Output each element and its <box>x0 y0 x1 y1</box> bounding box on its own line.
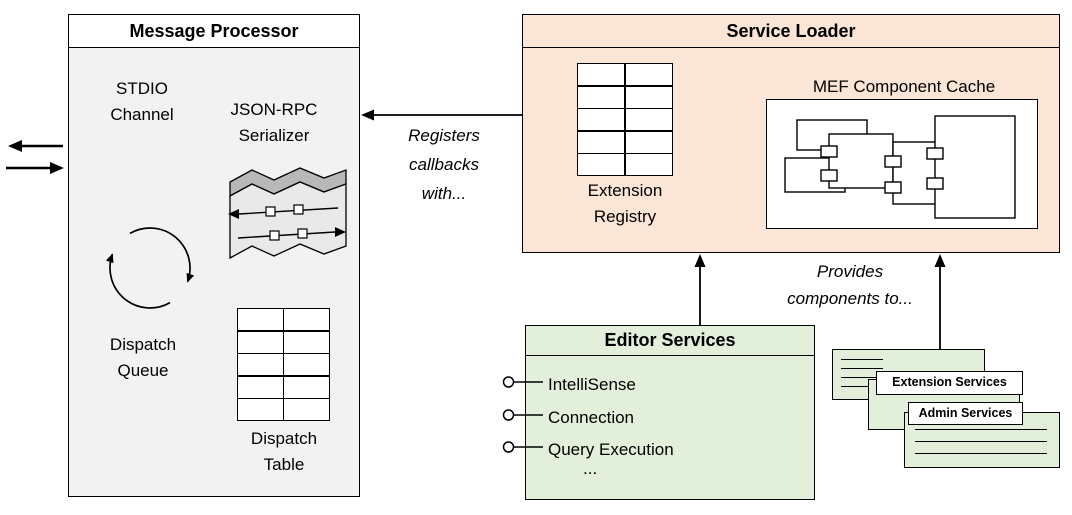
card-text-line <box>841 359 883 361</box>
admin-services-card-label: Admin Services <box>908 402 1023 425</box>
editor-services-title: Editor Services <box>526 326 814 356</box>
json-rpc-serializer-icon <box>222 158 354 275</box>
message-processor-title: Message Processor <box>69 15 359 48</box>
extension-registry-label: Extension Registry <box>587 181 663 226</box>
extension-registry-table-icon <box>577 63 673 176</box>
mef-component-cache-label: MEF Component Cache <box>812 77 996 96</box>
card-text-line <box>841 368 883 370</box>
card-text-line <box>915 441 1047 443</box>
mef-component-cluster-icon <box>784 115 1016 219</box>
stdio-left-arrow <box>8 140 63 152</box>
service-loader-title: Service Loader <box>523 15 1059 48</box>
json-rpc-serializer-label: JSON-RPC Serializer <box>230 100 318 145</box>
service-cards-provides-arrow <box>934 254 946 349</box>
card-text-line <box>915 429 1047 431</box>
extension-services-card-label: Extension Services <box>876 371 1023 395</box>
mef-component-cache-panel <box>766 99 1038 229</box>
provides-components-annotation: Provides components to... <box>787 262 913 309</box>
editor-services-box: Editor Services <box>525 325 815 500</box>
card-text-line <box>841 386 883 388</box>
dispatch-table-icon <box>237 308 330 421</box>
card-text-line <box>915 453 1047 455</box>
editor-services-more-label: ... <box>583 459 598 478</box>
editor-services-provides-arrow <box>694 254 706 325</box>
stdio-channel-label: STDIO Channel <box>110 79 174 124</box>
stdio-right-arrow <box>6 162 64 174</box>
editor-service-item-connection: Connection <box>548 408 635 427</box>
dispatch-queue-cycle-icon <box>102 220 198 321</box>
registers-callbacks-annotation: Registers callbacks with... <box>408 126 480 203</box>
editor-service-item-intellisense: IntelliSense <box>548 375 636 394</box>
dispatch-queue-label: Dispatch Queue <box>109 335 177 380</box>
registers-callbacks-arrow <box>361 109 522 121</box>
card-text-line <box>841 377 883 379</box>
dispatch-table-label: Dispatch Table <box>250 429 318 474</box>
editor-service-item-query-execution: Query Execution <box>548 440 674 459</box>
message-processor-box: Message Processor <box>68 14 360 497</box>
